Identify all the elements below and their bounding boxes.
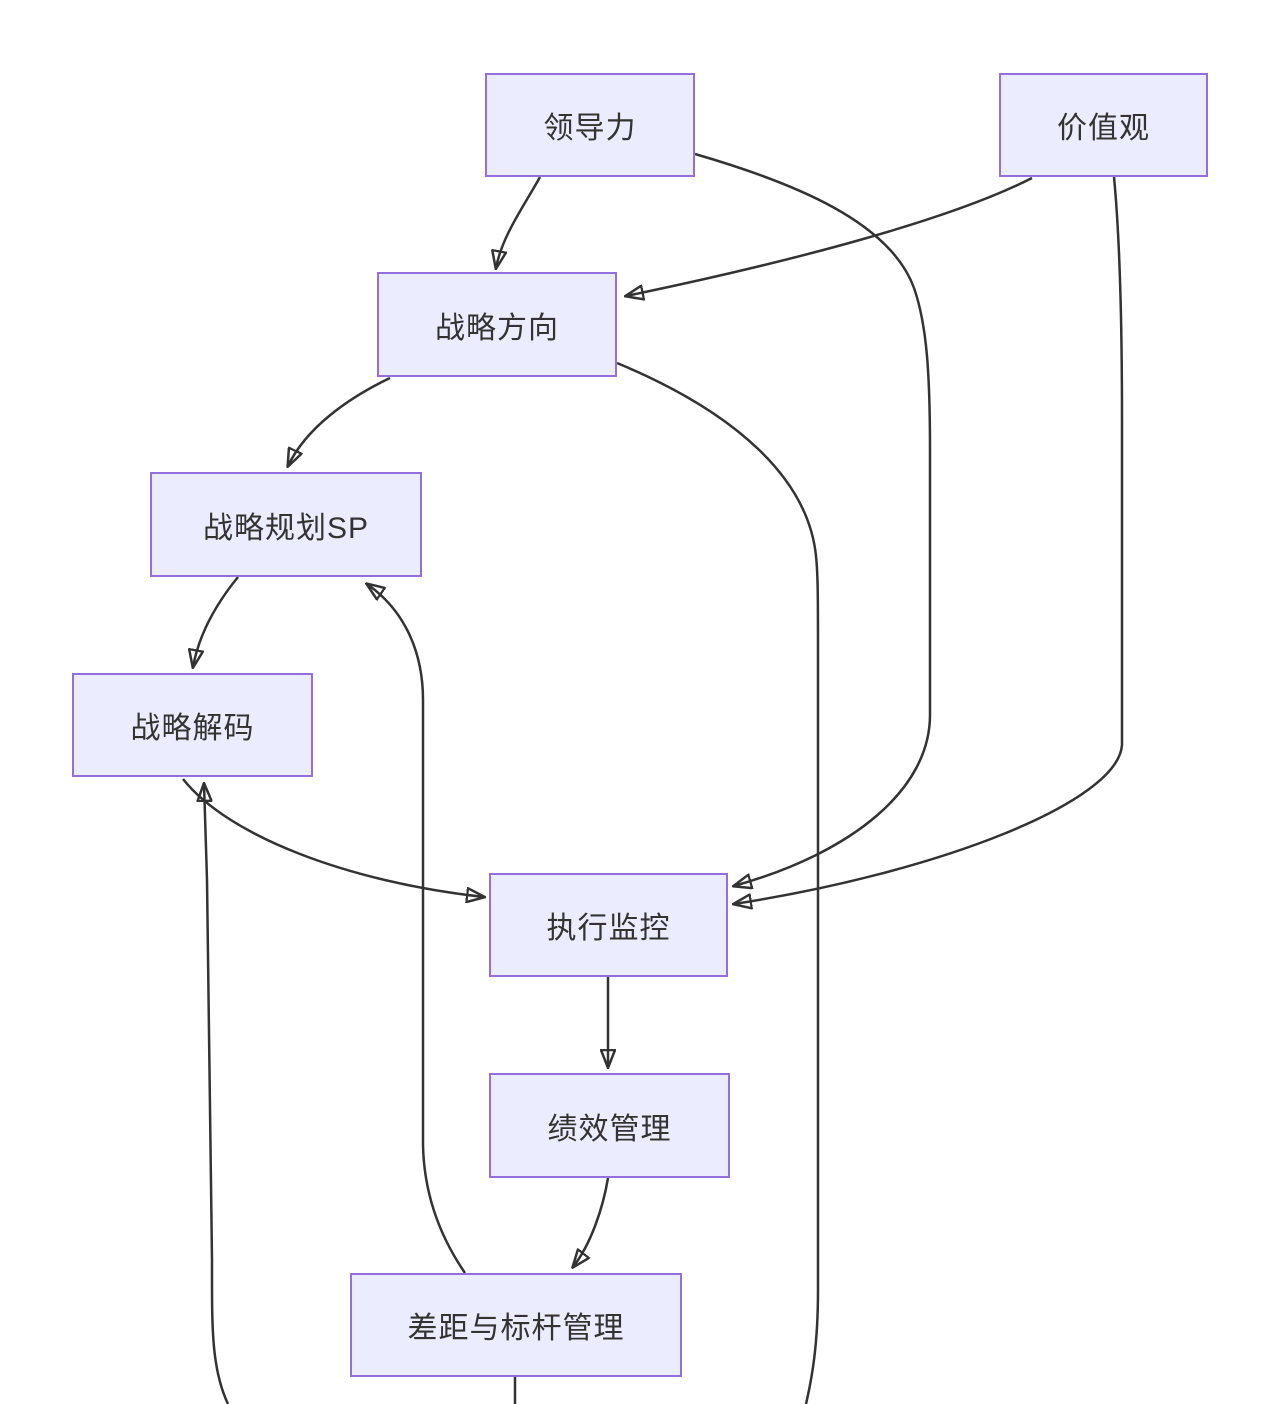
node-values: 价值观: [999, 73, 1208, 177]
node-strategic-direction: 战略方向: [377, 272, 617, 377]
node-gap-and-benchmark-management-label: 差距与标杆管理: [407, 1312, 625, 1345]
edge-values-to-strategic-direction: [626, 176, 1033, 296]
node-performance-management-label: 绩效管理: [547, 1112, 672, 1146]
node-leadership: 领导力: [485, 73, 695, 177]
edge-strategy-decoding-to-execution-monitoring: [182, 778, 484, 897]
edge-values-to-execution-monitoring: [734, 176, 1124, 904]
node-leadership-label: 领导力: [543, 112, 637, 145]
node-strategic-planning-sp-label: 战略规划SP: [202, 511, 370, 545]
edge-strategic-direction-to-offscreen-bottom: [616, 361, 820, 1404]
edge-strategic-planning-sp-to-strategy-decoding: [193, 576, 239, 667]
node-performance-management: 绩效管理: [489, 1073, 730, 1178]
edge-performance-management-to-gap-benchmark-management: [573, 1177, 610, 1267]
node-strategic-planning-sp: 战略规划SP: [150, 472, 422, 577]
edge-offscreen-bottom-to-strategy-decoding: [204, 784, 230, 1404]
node-values-label: 价值观: [1057, 112, 1150, 145]
edge-gap-benchmark-management-to-strategic-planning-sp: [367, 584, 467, 1274]
edge-strategic-direction-to-strategic-planning-sp: [288, 376, 391, 466]
node-strategy-decoding: 战略解码: [72, 673, 313, 777]
edge-leadership-to-strategic-direction: [496, 176, 542, 268]
node-strategic-direction-label: 战略方向: [435, 311, 559, 345]
node-strategy-decoding-label: 战略解码: [130, 712, 255, 745]
edge-leadership-to-execution-monitoring: [694, 152, 932, 886]
node-execution-monitoring: 执行监控: [489, 873, 728, 977]
node-execution-monitoring-label: 执行监控: [546, 912, 671, 945]
node-gap-and-benchmark-management: 差距与标杆管理: [350, 1273, 682, 1377]
